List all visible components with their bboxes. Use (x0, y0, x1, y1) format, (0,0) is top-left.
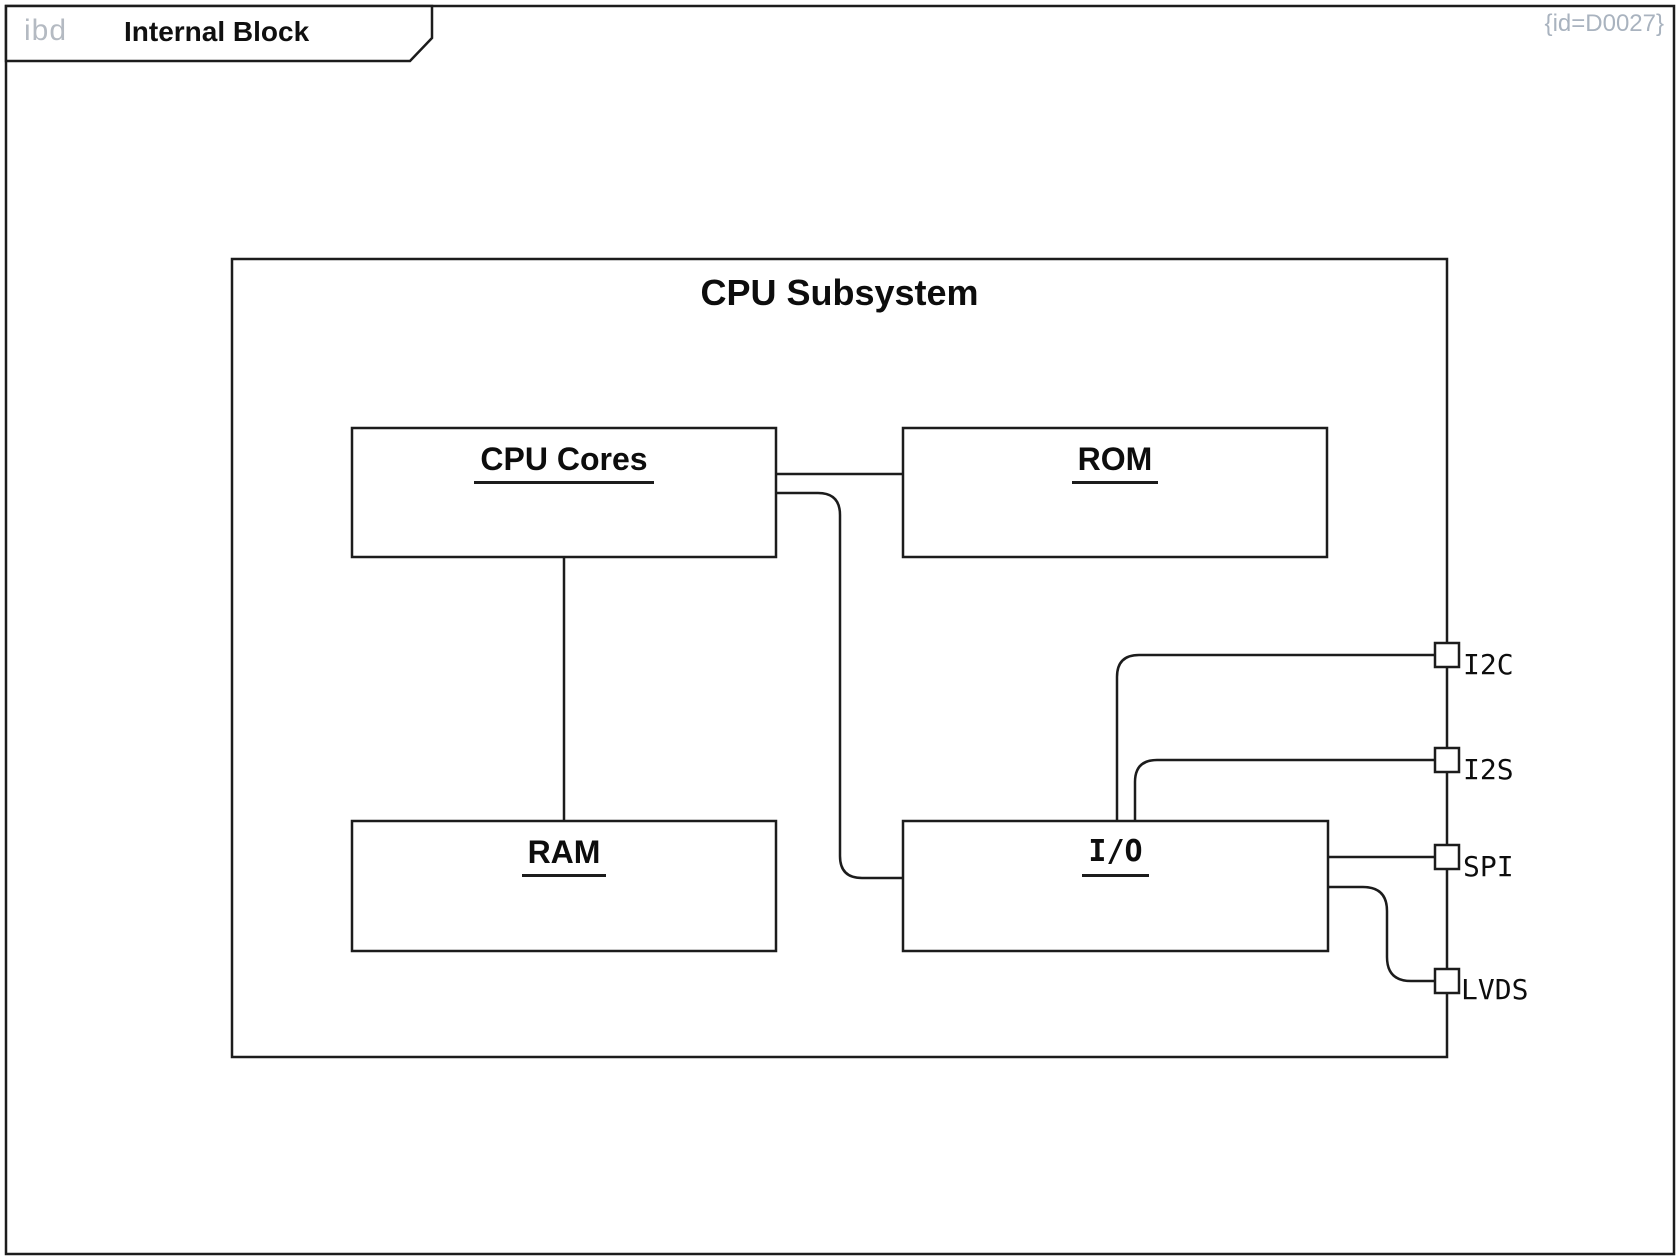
block-name-ram: RAM (521, 833, 607, 877)
block-rom (901, 426, 1329, 559)
cpu-subsystem-title: CPU Subsystem (700, 272, 979, 313)
port-i2c (1433, 641, 1461, 669)
block-name-io: I/O (1082, 833, 1149, 877)
connector-io-i2s (1133, 758, 1435, 821)
port-i2s (1433, 746, 1461, 774)
port-spi (1433, 843, 1461, 871)
block-label-io: I/O (903, 833, 1328, 877)
block-name-cpu-cores: CPU Cores (474, 440, 654, 484)
block-name-rom: ROM (1071, 440, 1159, 484)
block-label-rom: ROM (903, 440, 1327, 484)
block-label-ram: RAM (352, 833, 776, 877)
frame-kind-label: ibd (24, 14, 68, 47)
block-io (901, 819, 1330, 953)
diagram-frame-border (4, 4, 1676, 1256)
block-label-cpu-cores: CPU Cores (352, 440, 776, 484)
frame-name-tab (4, 4, 434, 63)
connector-io-i2c (1115, 653, 1435, 821)
port-label-spi: SPI (1463, 850, 1514, 883)
connector-io-lvds (1328, 885, 1435, 983)
block-cpu-cores (350, 426, 778, 559)
port-label-lvds: LVDS (1461, 973, 1529, 1006)
diagram-id-note: {id=D0027} (1544, 10, 1664, 37)
port-label-i2c: I2C (1463, 648, 1514, 681)
port-label-i2s: I2S (1463, 753, 1514, 786)
frame-title: Internal Block (124, 16, 310, 47)
block-ram (350, 819, 778, 953)
port-lvds (1433, 967, 1461, 995)
connector-cpu-cores-io (776, 491, 903, 880)
